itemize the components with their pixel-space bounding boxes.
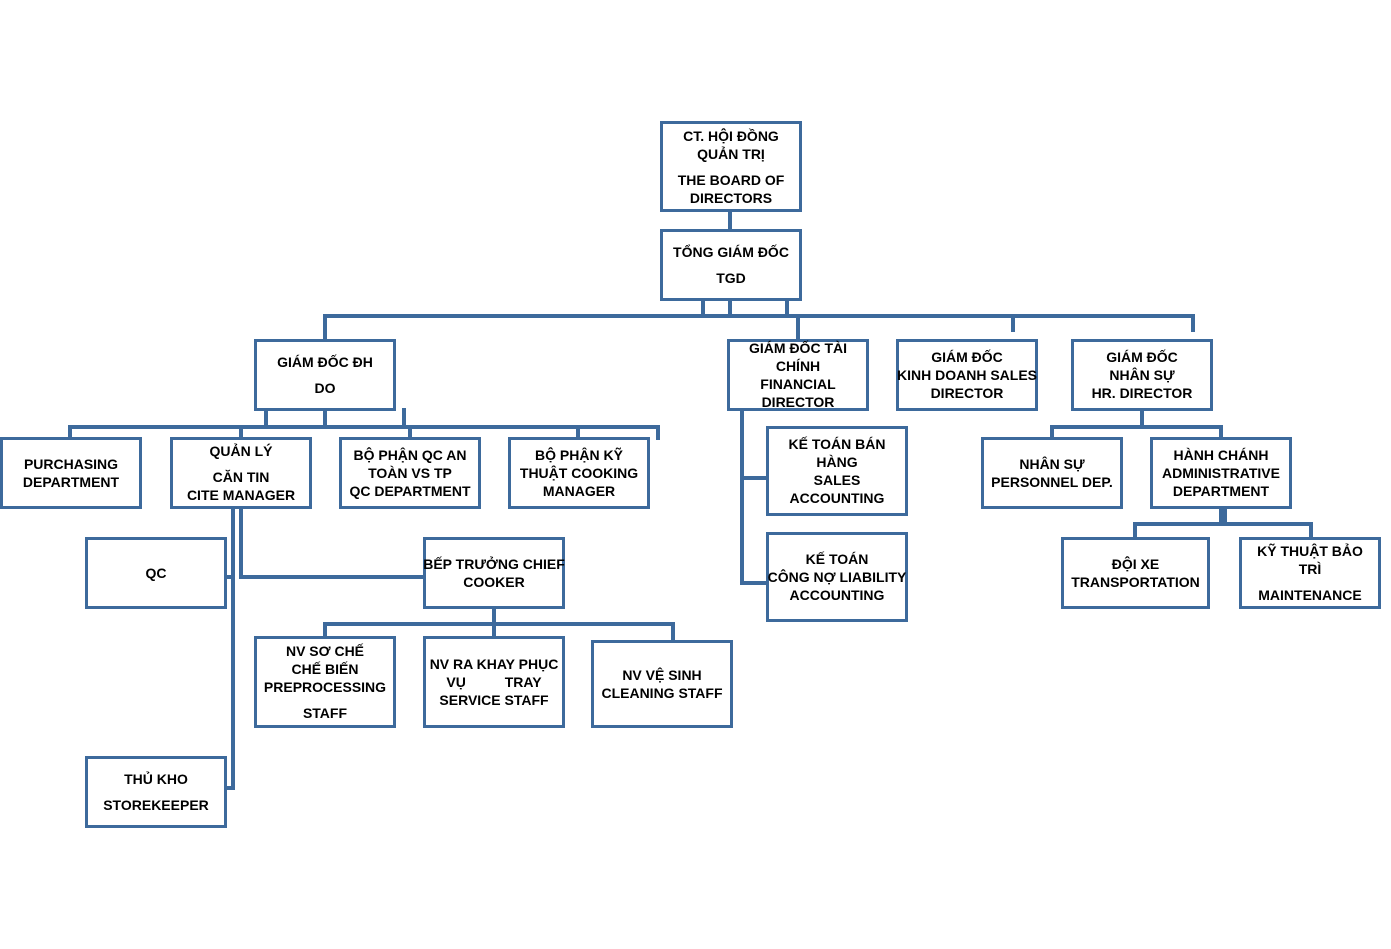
- qc-dept-label-1: BỘ PHẬN QC AN: [353, 447, 467, 463]
- service-label-2: VỤ TRAY: [446, 674, 542, 690]
- transport-label-2: TRANSPORTATION: [1071, 574, 1200, 590]
- tgd-label-2: TGD: [716, 270, 746, 286]
- sales-acc-label-3: SALES: [813, 472, 861, 488]
- service-label-1: NV RA KHAY PHỤC: [429, 656, 559, 672]
- purchasing-label-2: DEPARTMENT: [22, 474, 120, 490]
- board-label-vi-2: QUẢN TRỊ: [697, 145, 765, 162]
- storekeeper-box: THỦ KHO STOREKEEPER: [85, 756, 227, 828]
- do-label-1: GIÁM ĐỐC ĐH: [277, 354, 373, 370]
- hr-director-box: GIÁM ĐỐC NHÂN SỰ HR. DIRECTOR: [1071, 339, 1213, 411]
- service-label-3: SERVICE STAFF: [439, 692, 549, 708]
- purchasing-label-1: PURCHASING: [23, 456, 119, 472]
- prep-label-3: PREPROCESSING: [263, 679, 387, 695]
- service-staff-box: NV RA KHAY PHỤC VỤ TRAY SERVICE STAFF: [423, 636, 565, 728]
- board-of-directors-box: CT. HỘI ĐỒNG QUẢN TRỊ THE BOARD OF DIREC…: [660, 121, 802, 212]
- board-label-vi-1: CT. HỘI ĐỒNG: [683, 127, 779, 144]
- sales-acc-label-4: ACCOUNTING: [789, 490, 885, 506]
- prep-label-1: NV SƠ CHẾ: [285, 643, 365, 659]
- sales-label-2: KINH DOANH SALES: [897, 367, 1038, 383]
- board-label-en-1: THE BOARD OF: [677, 171, 785, 188]
- chief-cooker-box: BẾP TRƯỞNG CHIEF COOKER: [423, 537, 565, 609]
- sales-label-1: GIÁM ĐỐC: [931, 349, 1003, 365]
- qc-department-box: BỘ PHẬN QC AN TOÀN VS TP QC DEPARTMENT: [339, 437, 481, 509]
- hr-label-2: NHÂN SỰ: [1109, 367, 1175, 383]
- administrative-department-box: HÀNH CHÁNH ADMINISTRATIVE DEPARTMENT: [1150, 437, 1292, 509]
- qc-dept-label-3: QC DEPARTMENT: [349, 483, 471, 499]
- cleaning-label-2: CLEANING STAFF: [601, 685, 723, 701]
- cite-label-1: QUẢN LÝ: [209, 443, 273, 459]
- cooking-label-1: BỘ PHẬN KỸ: [535, 447, 623, 463]
- tgd-label-1: TỔNG GIÁM ĐỐC: [673, 244, 789, 260]
- store-label-1: THỦ KHO: [124, 771, 188, 787]
- board-label-en-2: DIRECTORS: [689, 189, 773, 206]
- admin-label-3: DEPARTMENT: [1172, 483, 1270, 499]
- maint-label-2: TRÌ: [1298, 561, 1322, 577]
- fin-label-1: GIÁM ĐỐC TÀI: [749, 340, 847, 356]
- transport-label-1: ĐỘI XE: [1111, 556, 1160, 572]
- sales-label-3: DIRECTOR: [930, 385, 1004, 401]
- liab-label-3: ACCOUNTING: [789, 587, 885, 603]
- cooking-label-2: THUẬT COOKING: [519, 465, 639, 481]
- chief-label-2: COOKER: [463, 574, 525, 590]
- maint-label-3: MAINTENANCE: [1258, 587, 1362, 603]
- sales-director-box: GIÁM ĐỐC KINH DOANH SALES DIRECTOR: [896, 339, 1038, 411]
- cite-label-2: CĂN TIN: [212, 469, 270, 485]
- store-label-2: STOREKEEPER: [103, 797, 209, 813]
- do-director-box: GIÁM ĐỐC ĐH DO: [254, 339, 396, 411]
- liab-label-2: CÔNG NỢ LIABILITY: [767, 569, 907, 585]
- personnel-department-box: NHÂN SỰ PERSONNEL DEP.: [981, 437, 1123, 509]
- maint-label-1: KỸ THUẬT BẢO: [1257, 543, 1363, 559]
- financial-director-box: GIÁM ĐỐC TÀI CHÍNH FINANCIAL DIRECTOR: [727, 339, 869, 411]
- preprocessing-staff-box: NV SƠ CHẾ CHẾ BIẾN PREPROCESSING STAFF: [254, 636, 396, 728]
- transportation-box: ĐỘI XE TRANSPORTATION: [1061, 537, 1210, 609]
- admin-label-2: ADMINISTRATIVE: [1162, 465, 1280, 481]
- hr-label-1: GIÁM ĐỐC: [1106, 349, 1178, 365]
- qc-label: QC: [145, 565, 167, 581]
- qc-box: QC: [85, 537, 227, 609]
- prep-label-4: STAFF: [302, 705, 348, 721]
- sales-accounting-box: KẾ TOÁN BÁN HÀNG SALES ACCOUNTING: [766, 426, 908, 516]
- admin-label-1: HÀNH CHÁNH: [1173, 447, 1269, 463]
- qc-dept-label-2: TOÀN VS TP: [368, 465, 452, 481]
- general-director-box: TỔNG GIÁM ĐỐC TGD: [660, 229, 802, 301]
- fin-label-2: CHÍNH: [775, 358, 821, 374]
- liability-accounting-box: KẾ TOÁN CÔNG NỢ LIABILITY ACCOUNTING: [766, 532, 908, 622]
- prep-label-2: CHẾ BIẾN: [291, 661, 359, 677]
- sales-acc-label-1: KẾ TOÁN BÁN: [788, 436, 886, 452]
- personnel-label-2: PERSONNEL DEP.: [991, 474, 1113, 490]
- fin-label-4: DIRECTOR: [761, 394, 835, 410]
- cooking-manager-box: BỘ PHẬN KỸ THUẬT COOKING MANAGER: [508, 437, 650, 509]
- cite-manager-box: QUẢN LÝ CĂN TIN CITE MANAGER: [170, 437, 312, 509]
- fin-label-3: FINANCIAL: [760, 376, 836, 392]
- hr-label-3: HR. DIRECTOR: [1091, 385, 1193, 401]
- purchasing-department-box: PURCHASING DEPARTMENT: [0, 437, 142, 509]
- cleaning-label-1: NV VỆ SINH: [622, 667, 702, 683]
- do-label-2: DO: [314, 380, 336, 396]
- cooking-label-3: MANAGER: [542, 483, 616, 499]
- maintenance-box: KỸ THUẬT BẢO TRÌ MAINTENANCE: [1239, 537, 1381, 609]
- personnel-label-1: NHÂN SỰ: [1019, 456, 1085, 472]
- chief-label-1: BẾP TRƯỞNG CHIEF: [423, 556, 565, 572]
- sales-acc-label-2: HÀNG: [816, 454, 858, 470]
- liab-label-1: KẾ TOÁN: [805, 551, 869, 567]
- cite-label-3: CITE MANAGER: [186, 487, 296, 503]
- cleaning-staff-box: NV VỆ SINH CLEANING STAFF: [591, 640, 733, 728]
